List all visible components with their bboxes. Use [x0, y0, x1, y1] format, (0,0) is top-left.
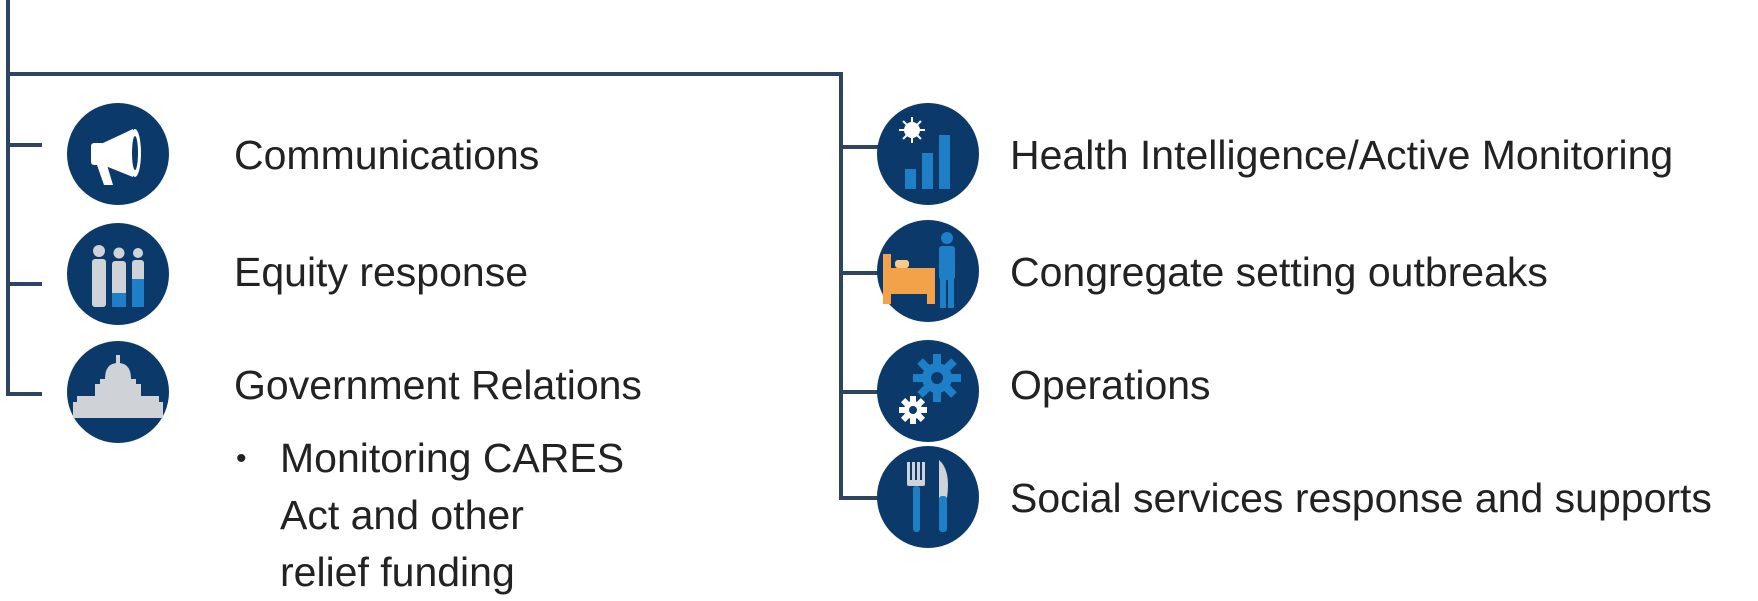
communications-label: Communications	[234, 132, 540, 178]
sub-bullet-text: Monitoring CARES Act and other relief fu…	[280, 430, 624, 601]
health-intelligence-label: Health Intelligence/Active Monitoring	[1010, 132, 1674, 178]
sub-bullet-line-3: relief funding	[280, 549, 515, 595]
right-branch-congregate	[839, 271, 879, 275]
left-branch-equity	[6, 282, 42, 286]
fork-knife-icon	[877, 446, 979, 548]
sub-bullet-marker: •	[236, 442, 247, 475]
sub-bullet-line-1: Monitoring CARES	[280, 435, 625, 481]
right-branch-health	[839, 145, 879, 149]
megaphone-icon	[67, 103, 169, 205]
equity-response-label: Equity response	[234, 249, 529, 295]
social-services-label: Social services response and supports	[1010, 475, 1712, 521]
right-branch-social	[839, 496, 879, 500]
right-branch-operations	[839, 390, 879, 394]
left-branch-government	[6, 392, 42, 396]
left-branch-communications	[6, 143, 42, 147]
operations-label: Operations	[1010, 362, 1211, 408]
sub-bullet-line-2: Act and other	[280, 492, 524, 538]
government-relations-label: Government Relations	[234, 362, 642, 408]
congregate-setting-label: Congregate setting outbreaks	[1010, 249, 1548, 295]
virus-bar-chart-icon	[877, 103, 979, 205]
top-horizontal-connector	[6, 72, 843, 76]
right-vertical-connector	[839, 72, 843, 500]
capitol-building-icon	[67, 341, 169, 443]
left-vertical-connector	[6, 0, 10, 396]
gears-icon	[877, 340, 979, 442]
people-equity-icon	[67, 223, 169, 325]
bed-person-icon	[877, 220, 979, 322]
